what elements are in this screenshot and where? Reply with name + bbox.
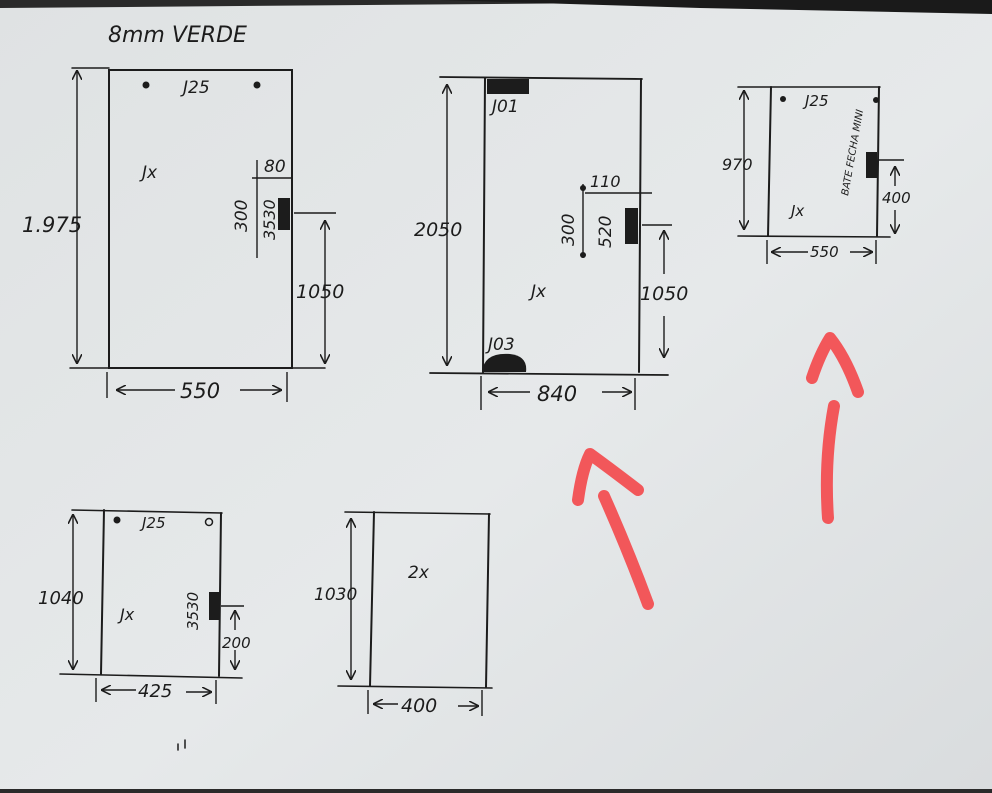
- panel-d-width-label: 425: [138, 681, 172, 702]
- panel-b-top-hinge: [487, 79, 529, 94]
- panel-b-bottom-hinge: [482, 353, 527, 372]
- panel-b-dim-520: 520: [596, 216, 616, 248]
- panel-c-height-label: 970: [722, 155, 753, 174]
- panel-a-top-label: J25: [180, 78, 210, 98]
- panel-a-width-label: 550: [180, 379, 220, 403]
- panel-b-top-label: J01: [489, 97, 519, 117]
- panel-e-center-label: 2x: [408, 563, 430, 583]
- panel-d-lower-label: 200: [222, 634, 251, 652]
- hole-dot: [142, 81, 150, 89]
- panel-b-width-label: 840: [537, 382, 577, 406]
- hole-dot: [253, 81, 261, 89]
- red-arrow-panel-c: [806, 332, 864, 524]
- panel-c-center-label: Jx: [788, 202, 804, 220]
- hole-dot: [873, 97, 879, 103]
- panel-a: J25 Jx 1.975 550 80 300 3530 1050: [22, 67, 344, 403]
- panel-d: J25 Jx 3530 200 1040 425: [38, 509, 251, 704]
- panel-b: J01 J03 Jx 2050 840 110 300 520 1050: [414, 76, 688, 410]
- hole-dot: [204, 517, 214, 527]
- panel-b-bottom-label: J03: [485, 335, 515, 355]
- panel-c-lower-label: 400: [882, 189, 911, 207]
- hole-dot: [113, 516, 121, 524]
- hole-dot: [780, 96, 786, 102]
- panel-c-top-label: J25: [802, 92, 829, 110]
- panel-b-dim-300: 300: [559, 214, 579, 246]
- panel-e-width-label: 400: [401, 695, 437, 717]
- panel-d-height-label: 1040: [38, 588, 84, 609]
- panel-e: 2x 1030 400: [314, 511, 493, 717]
- red-arrow-shaft: [820, 400, 840, 524]
- panel-b-center-label: Jx: [528, 282, 547, 302]
- panel-c-width-label: 550: [810, 243, 839, 261]
- red-arrow-head: [806, 332, 864, 398]
- panel-e-height-label: 1030: [314, 585, 357, 605]
- red-arrow-head: [572, 448, 644, 506]
- red-arrow-shaft: [598, 490, 654, 610]
- panel-d-hinge: [209, 592, 220, 620]
- panel-a-offset-label: 80: [264, 157, 286, 177]
- panel-d-top-label: J25: [139, 514, 166, 532]
- panel-b-hinge: [625, 208, 638, 244]
- panel-d-dim-3530: 3530: [184, 592, 202, 630]
- panel-b-height-label: 2050: [414, 219, 462, 241]
- red-arrow-panel-b: [572, 448, 654, 610]
- panel-b-offset-label: 110: [590, 172, 621, 191]
- panel-a-center-label: Jx: [139, 163, 158, 183]
- dark-top-edge: [440, 0, 992, 14]
- panel-b-lower-label: 1050: [640, 283, 688, 305]
- panel-a-height-label: 1.975: [22, 213, 82, 237]
- panel-a-dim-300: 300: [232, 200, 252, 232]
- panel-a-lower-label: 1050: [296, 281, 344, 303]
- panel-a-hinge: [278, 198, 290, 230]
- panel-c-hinge: [866, 152, 877, 178]
- sheet-title: 8mm VERDE: [108, 23, 247, 48]
- panel-a-dim-3530: 3530: [260, 199, 279, 240]
- panel-d-center-label: Jx: [117, 605, 135, 624]
- panel-c: J25 Jx BATE FECHA MINI 970 550 400: [722, 86, 911, 264]
